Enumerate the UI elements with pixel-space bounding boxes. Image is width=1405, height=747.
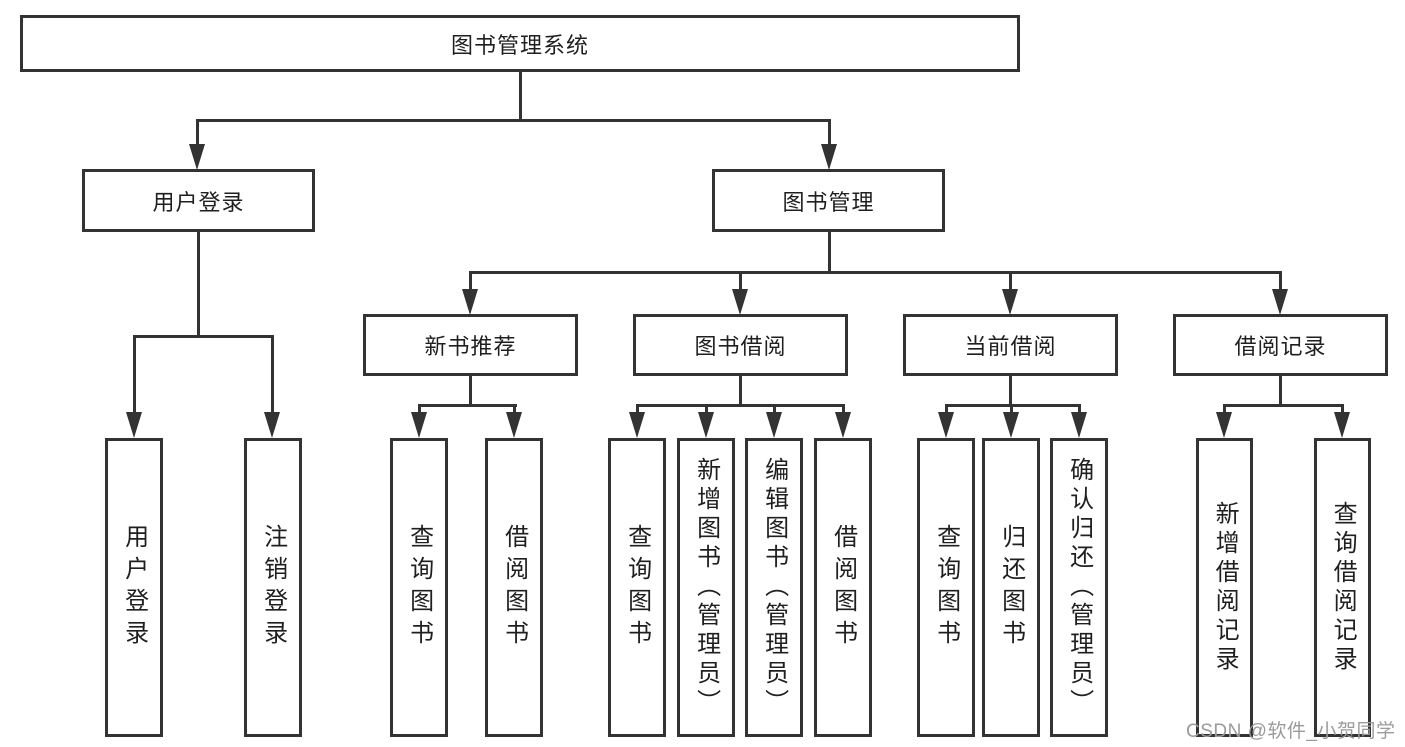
leaf-borrow-edit-books-admin: 编辑图书（管理员） xyxy=(745,438,803,737)
edge-bookborrow-bus xyxy=(636,404,845,407)
edge-stem xyxy=(271,337,274,413)
leaf-borrow-query-books: 查询图书 xyxy=(608,438,666,737)
arrowhead xyxy=(1071,412,1087,438)
edge-bookborrow-drop xyxy=(739,376,742,407)
leaf-borrow-borrow-books: 借阅图书 xyxy=(814,438,872,737)
node-root-label: 图书管理系统 xyxy=(450,32,589,58)
node-book-management: 图书管理 xyxy=(712,169,945,232)
arrowhead xyxy=(264,412,280,438)
watermark: CSDN @软件_小贺同学 xyxy=(1186,721,1396,742)
edge-stem xyxy=(1009,273,1012,293)
edge-root-drop xyxy=(519,71,522,121)
leaf-user-login-label: 用户登录 xyxy=(120,523,148,652)
leaf-current-return-books-label: 归还图书 xyxy=(997,523,1025,652)
leaf-current-confirm-return-admin: 确认归还（管理员） xyxy=(1050,438,1108,737)
edge-stem xyxy=(828,121,831,147)
node-root: 图书管理系统 xyxy=(20,15,1020,72)
node-new-book-recommend-label: 新书推荐 xyxy=(424,334,517,359)
edge-stem xyxy=(1279,273,1282,293)
leaf-current-query-books: 查询图书 xyxy=(917,438,975,737)
leaf-record-add-borrow-record: 新增借阅记录 xyxy=(1196,438,1253,737)
arrowhead xyxy=(835,412,851,438)
leaf-borrow-edit-books-admin-label: 编辑图书（管理员） xyxy=(760,457,788,718)
edge-newbook-bus xyxy=(418,404,517,407)
leaf-borrow-query-books-label: 查询图书 xyxy=(623,523,651,652)
edge-stem xyxy=(469,273,472,293)
edge-borrowrecord-drop xyxy=(1279,376,1282,407)
arrowhead xyxy=(1003,412,1019,438)
leaf-newbook-query-books: 查询图书 xyxy=(390,438,448,737)
node-book-borrow: 图书借阅 xyxy=(633,314,848,376)
arrowhead xyxy=(698,412,714,438)
edge-level1-bus xyxy=(196,119,831,122)
leaf-borrow-borrow-books-label: 借阅图书 xyxy=(829,523,857,652)
arrowhead xyxy=(1002,289,1018,315)
leaf-user-login: 用户登录 xyxy=(105,438,163,737)
edge-userlogin-bus xyxy=(133,335,274,338)
node-new-book-recommend: 新书推荐 xyxy=(363,314,578,376)
edge-bookmgmt-drop xyxy=(828,232,831,274)
node-book-borrow-label: 图书借阅 xyxy=(694,334,787,359)
node-borrow-record: 借阅记录 xyxy=(1173,314,1388,376)
arrowhead xyxy=(766,412,782,438)
leaf-logout-label: 注销登录 xyxy=(259,523,287,652)
leaf-current-confirm-return-admin-label: 确认归还（管理员） xyxy=(1065,457,1093,718)
edge-level2-bus xyxy=(469,271,1282,274)
leaf-logout: 注销登录 xyxy=(244,438,302,737)
edge-stem xyxy=(133,337,136,413)
arrowhead xyxy=(1216,412,1232,438)
edge-currentborrow-drop xyxy=(1009,376,1012,407)
edge-currentborrow-bus xyxy=(945,404,1081,407)
arrowhead xyxy=(629,412,645,438)
leaf-record-query-borrow-record-label: 查询借阅记录 xyxy=(1329,500,1357,675)
node-current-borrow-label: 当前借阅 xyxy=(964,334,1057,359)
edge-stem xyxy=(739,273,742,293)
node-book-management-label: 图书管理 xyxy=(782,189,875,215)
leaf-record-add-borrow-record-label: 新增借阅记录 xyxy=(1211,500,1239,675)
leaf-newbook-query-books-label: 查询图书 xyxy=(405,523,433,652)
arrowhead xyxy=(821,144,837,170)
leaf-borrow-add-books-admin-label: 新增图书（管理员） xyxy=(692,457,720,718)
arrowhead xyxy=(462,289,478,315)
arrowhead xyxy=(126,412,142,438)
arrowhead xyxy=(1272,289,1288,315)
edge-userlogin-drop xyxy=(197,232,200,337)
arrowhead xyxy=(938,412,954,438)
leaf-record-query-borrow-record: 查询借阅记录 xyxy=(1314,438,1371,737)
leaf-current-return-books: 归还图书 xyxy=(982,438,1040,737)
arrowhead xyxy=(732,289,748,315)
arrowhead xyxy=(189,144,205,170)
edge-newbook-drop xyxy=(469,376,472,407)
leaf-newbook-borrow-books-label: 借阅图书 xyxy=(500,523,528,652)
node-user-login: 用户登录 xyxy=(82,169,315,232)
node-user-login-label: 用户登录 xyxy=(152,189,245,215)
arrowhead xyxy=(411,412,427,438)
edge-stem xyxy=(196,121,199,147)
arrowhead xyxy=(1334,412,1350,438)
leaf-current-query-books-label: 查询图书 xyxy=(932,523,960,652)
node-current-borrow: 当前借阅 xyxy=(903,314,1118,376)
node-borrow-record-label: 借阅记录 xyxy=(1234,334,1327,359)
arrowhead xyxy=(506,412,522,438)
edge-borrowrecord-bus xyxy=(1223,404,1344,407)
leaf-borrow-add-books-admin: 新增图书（管理员） xyxy=(677,438,735,737)
leaf-newbook-borrow-books: 借阅图书 xyxy=(485,438,543,737)
